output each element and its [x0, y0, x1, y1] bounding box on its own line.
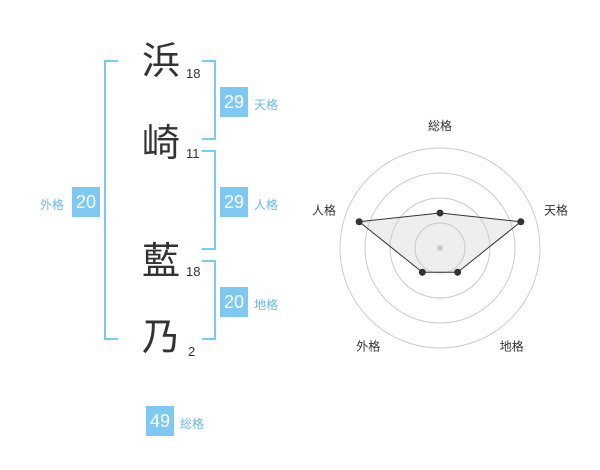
- radar-axis-label: 外格: [356, 339, 380, 354]
- radar-series-polygon: [357, 212, 523, 273]
- gaikaku-label: 外格: [40, 198, 65, 212]
- chikaku-label: 地格: [254, 298, 279, 312]
- radar-ring: [414, 222, 466, 274]
- soukaku-value: 49: [146, 406, 174, 436]
- name-char-1: 浜: [142, 39, 181, 83]
- radar-ring: [364, 172, 516, 324]
- stroke-count-1: 18: [186, 66, 201, 81]
- radar-point-4: [418, 268, 426, 276]
- radar-axis-label: 人格: [312, 202, 336, 217]
- stroke-count-2: 11: [186, 146, 200, 161]
- name-char-2: 崎: [142, 121, 181, 165]
- tenkaku-label: 天格: [254, 98, 279, 112]
- jinkaku-bracket: [202, 150, 216, 250]
- soukaku-label: 総格: [180, 417, 205, 431]
- stroke-count-4: 2: [188, 344, 196, 359]
- radar-ring: [389, 197, 491, 299]
- gaikaku-bracket: [104, 60, 118, 340]
- radar-point-1: [436, 209, 444, 217]
- chikaku-value: 20: [220, 287, 248, 317]
- radar-ring: [339, 147, 541, 349]
- jinkaku-label: 人格: [254, 198, 279, 212]
- radar-axis-label: 総格: [428, 118, 452, 133]
- radar-point-2: [517, 218, 525, 226]
- tenkaku-value: 29: [220, 87, 248, 117]
- gaikaku-value: 20: [72, 187, 100, 217]
- name-char-3: 藍: [142, 239, 181, 283]
- name-char-4: 乃: [142, 315, 181, 359]
- chikaku-bracket: [202, 260, 216, 340]
- stroke-count-3: 18: [186, 264, 201, 279]
- radar-axis-label: 地格: [500, 339, 524, 354]
- tenkaku-bracket: [202, 60, 216, 140]
- radar-point-5: [355, 218, 363, 226]
- jinkaku-value: 29: [220, 187, 248, 217]
- radar-center: [437, 245, 443, 251]
- radar-point-3: [454, 268, 462, 276]
- radar-axis-label: 天格: [544, 202, 568, 217]
